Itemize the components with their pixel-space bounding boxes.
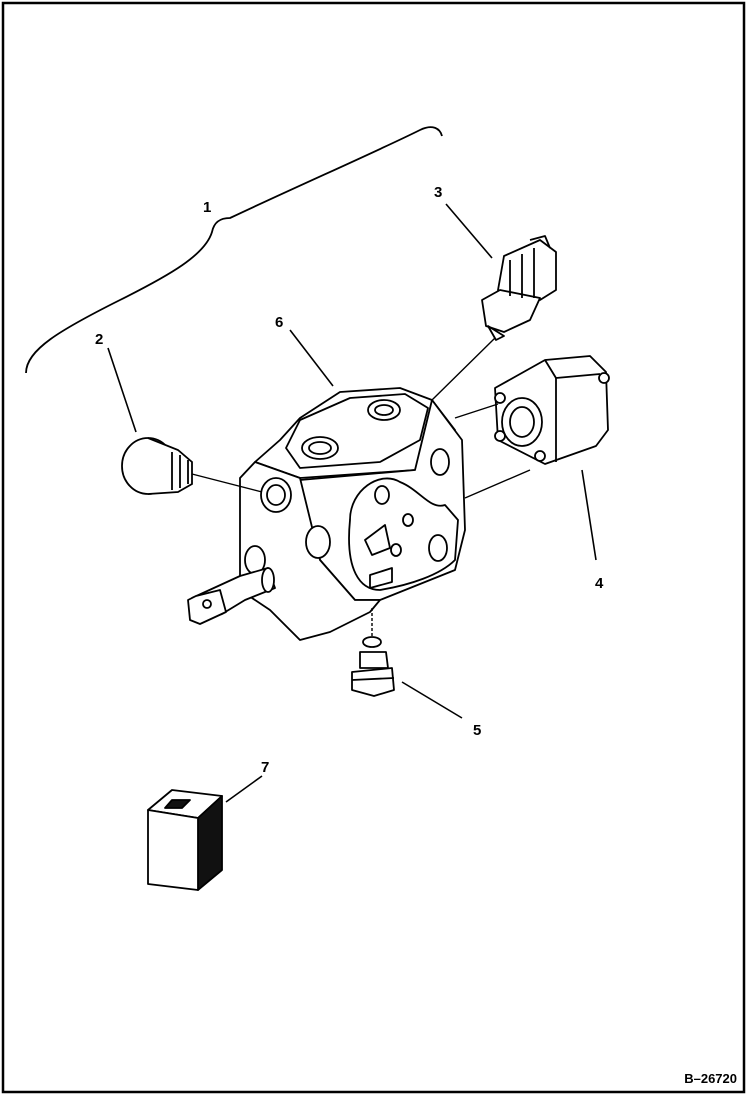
assembly-brace <box>25 126 443 374</box>
callout-6: 6 <box>275 314 283 331</box>
seal-kit-part-7 <box>147 789 223 891</box>
leader-6 <box>289 329 334 387</box>
leader-4-axis <box>454 403 499 419</box>
callout-1: 1 <box>203 199 211 216</box>
plug-part-2 <box>121 437 193 495</box>
leader-2-axis <box>191 473 263 493</box>
valve-spool <box>187 567 276 625</box>
leader-3 <box>445 203 493 259</box>
leader-3-axis <box>431 337 496 401</box>
valve-body-part-6 <box>239 387 466 641</box>
figure-id: B–26720 <box>684 1071 737 1086</box>
leader-7 <box>225 775 263 803</box>
end-cap-part-4 <box>494 355 610 465</box>
leader-5 <box>401 681 463 719</box>
callout-5: 5 <box>473 722 481 739</box>
callout-3: 3 <box>434 184 442 201</box>
callout-leaders <box>107 203 597 803</box>
leader-4 <box>581 469 597 561</box>
plug-part-5 <box>351 636 395 697</box>
callout-4: 4 <box>595 575 604 592</box>
callout-2: 2 <box>95 331 103 348</box>
leader-2 <box>107 347 137 433</box>
callout-7: 7 <box>261 759 269 776</box>
leader-4-axis-b <box>464 469 531 499</box>
relief-cartridge-part-3 <box>481 235 557 341</box>
